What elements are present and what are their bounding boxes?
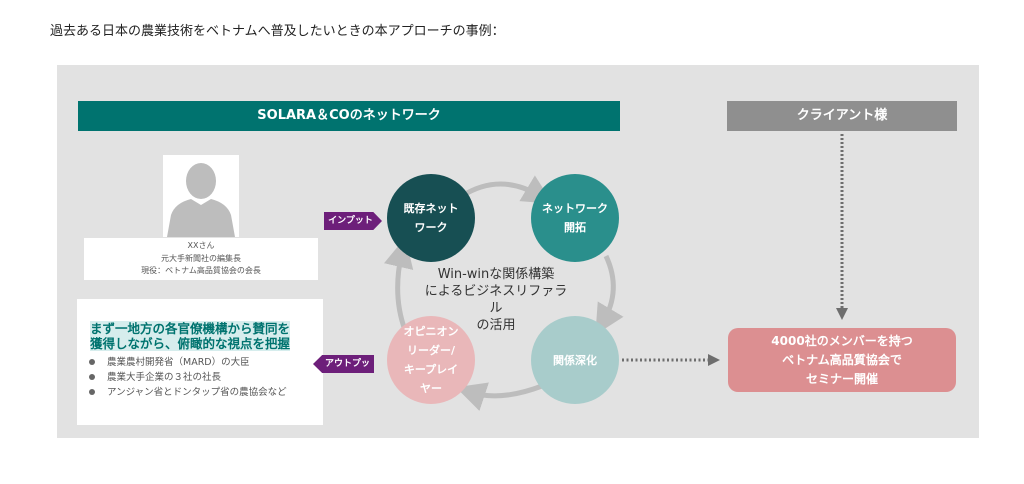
person-former-role: 元大手新聞社の編集長	[161, 253, 241, 263]
bullet-icon	[89, 359, 95, 365]
info-title-line1: まず一地方の各官僚機構から賛同を	[90, 321, 291, 336]
cycle-arrow-left	[383, 237, 414, 331]
cycle-node-network-development: ネットワーク 開拓	[531, 174, 619, 262]
person-silhouette-icon	[167, 163, 235, 237]
cycle-arrow-top	[460, 175, 553, 204]
bullet-icon	[89, 389, 95, 395]
client-header: クライアント様	[727, 101, 957, 131]
info-box: まず一地方の各官僚機構から賛同を 獲得しながら、俯瞰的な視点を把握 農業農村開発…	[77, 299, 323, 425]
cycle-node-opinion-leaders: オピニオン リーダー/ キープレイ ヤー	[387, 316, 475, 404]
cycle-arrow-bottom	[455, 382, 543, 411]
person-avatar	[163, 155, 239, 237]
info-list: 農業農村開発省（MARD）の大臣 農業大手企業の３社の社長 アンジャン省とドンタ…	[87, 355, 287, 400]
seminar-box: 4000社のメンバーを持つ ベトナム高品質協会で セミナー開催	[728, 328, 956, 392]
output-tag: アウトプット	[313, 355, 374, 373]
cycle-node-relationship-deepening: 関係深化	[531, 316, 619, 404]
info-title-line2: 獲得しながら、俯瞰的な視点を把握	[90, 336, 291, 351]
info-title: まず一地方の各官僚機構から賛同を 獲得しながら、俯瞰的な視点を把握	[90, 321, 320, 351]
input-tag: インプット	[324, 212, 382, 230]
list-item: 農業大手企業の３社の社長	[87, 370, 287, 385]
cycle-center-text: Win-winな関係構築 によるビジネスリファラル の活用	[424, 267, 568, 333]
page-heading: 過去ある日本の農業技術をベトナムへ普及したいときの本アプローチの事例：	[50, 24, 505, 39]
list-item: 農業農村開発省（MARD）の大臣	[87, 355, 287, 370]
cycle-arrow-right	[595, 254, 624, 335]
person-name: XXさん	[187, 241, 215, 250]
network-header: SOLARA＆COのネットワーク	[78, 101, 620, 131]
person-caption: XXさん 元大手新聞社の編集長 現役：ベトナム高品質協会の会長	[84, 238, 318, 280]
bullet-icon	[89, 374, 95, 380]
list-item: アンジャン省とドンタップ省の農協会など	[87, 385, 287, 400]
person-current-role: 現役：ベトナム高品質協会の会長	[141, 266, 261, 275]
cycle-node-existing-network: 既存ネット ワーク	[387, 174, 475, 262]
